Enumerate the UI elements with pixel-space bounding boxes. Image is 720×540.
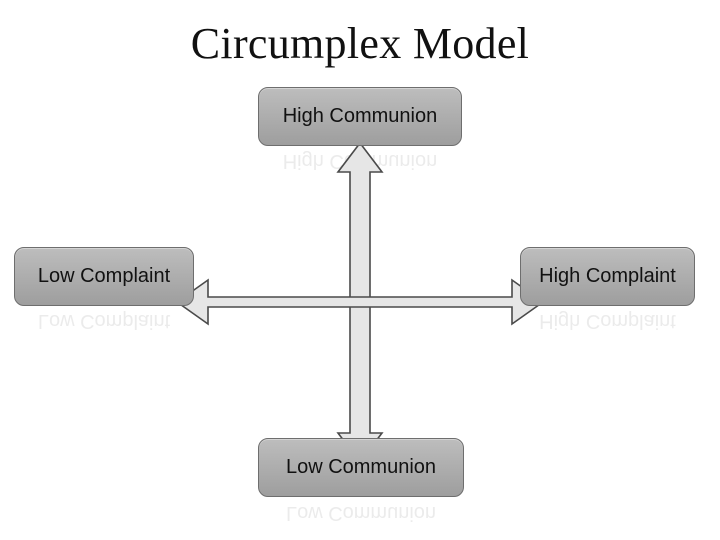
node-high-complaint: High Complaint <box>520 247 695 306</box>
node-low-communion: Low Communion <box>258 438 464 497</box>
diagram-title: Circumplex Model <box>190 19 530 68</box>
node-low-complaint: Low Complaint <box>14 247 194 306</box>
node-high-communion: High Communion <box>258 87 462 146</box>
